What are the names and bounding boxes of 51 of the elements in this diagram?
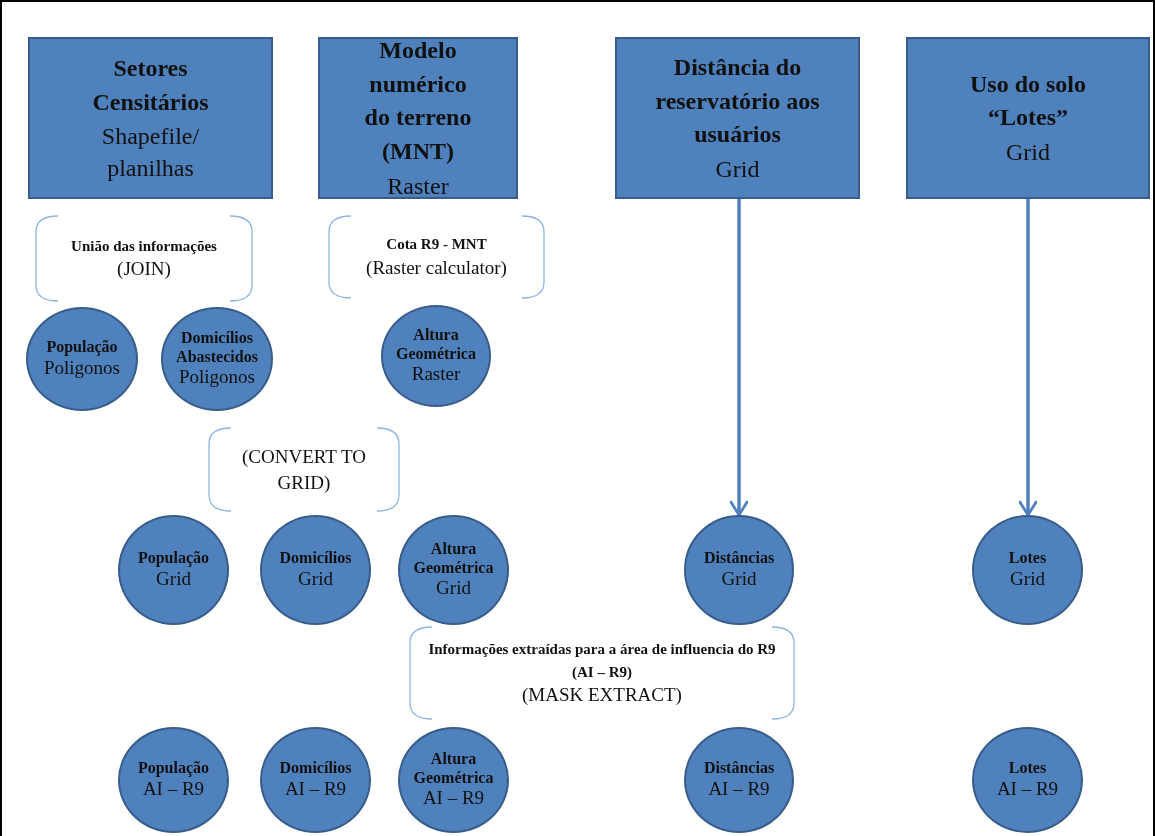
circle-subtitle: AI – R9 [996, 777, 1059, 801]
circle-subtitle: AI – R9 [708, 777, 770, 801]
bracket-note [329, 216, 544, 298]
box-subtitle: Shapefile/ planilhas [100, 122, 201, 183]
source-box [906, 37, 1150, 199]
circle-subtitle: AI – R9 [142, 777, 205, 801]
circle-title: Altura Geométrica [395, 326, 477, 363]
circle-subtitle: Raster [411, 363, 461, 386]
circle-subtitle: Grid [721, 567, 757, 591]
box-heading: Distância do reservatório aos usuários [654, 53, 821, 150]
circle-title: População [137, 759, 210, 778]
circle-title: Altura Geométrica [412, 750, 495, 787]
circle-title: Lotes [1008, 549, 1047, 568]
note-heading: Informações extraídas para a área de influencia do R9 (AI – R9) [427, 640, 777, 682]
circle-subtitle: Poligonos [179, 366, 255, 389]
box-subtitle: Raster [387, 171, 449, 201]
box-heading: Setores Censitários [91, 54, 210, 117]
circle-subtitle: AI – R9 [422, 787, 485, 810]
box-heading: Uso do solo “Lotes” [969, 69, 1087, 133]
circle-subtitle: Grid [156, 567, 191, 591]
note-text: (Raster calculator) [366, 255, 507, 280]
note-text: (JOIN) [117, 257, 171, 282]
note-heading: Cota R9 - MNT [386, 235, 487, 255]
circle-subtitle: Poligonos [44, 356, 120, 380]
note-text: (MASK EXTRACT) [522, 683, 682, 708]
circle-title: População [46, 338, 118, 357]
circle-title: Distâncias [703, 549, 775, 568]
arrow [1017, 199, 1039, 517]
circle-title: Distâncias [703, 759, 775, 778]
circle-title: Domicílios Abastecidos [175, 329, 259, 366]
circle-title: Domicílios [279, 759, 352, 778]
note-heading: União das informações [71, 236, 217, 256]
circle-title: Lotes [1008, 759, 1047, 778]
source-box [28, 37, 273, 199]
circle-title: Domicílios [279, 549, 352, 568]
source-box [615, 37, 860, 199]
box-heading: Modelo numérico do terreno (MNT) [363, 36, 473, 166]
circle-subtitle: AI – R9 [284, 777, 347, 801]
bracket-note [209, 428, 399, 511]
circle-title: Altura Geométrica [412, 540, 495, 577]
bracket-note [36, 216, 252, 301]
box-subtitle: Grid [1006, 138, 1050, 167]
circle-title: População [137, 549, 210, 568]
arrow [728, 199, 750, 517]
box-subtitle: Grid [715, 154, 760, 184]
circle-subtitle: Grid [298, 567, 333, 591]
note-text: (CONVERT TO GRID) [241, 444, 367, 495]
circle-subtitle: Grid [436, 577, 471, 600]
source-box [318, 37, 518, 199]
circle-subtitle: Grid [1010, 567, 1045, 591]
bracket-note [410, 627, 794, 719]
